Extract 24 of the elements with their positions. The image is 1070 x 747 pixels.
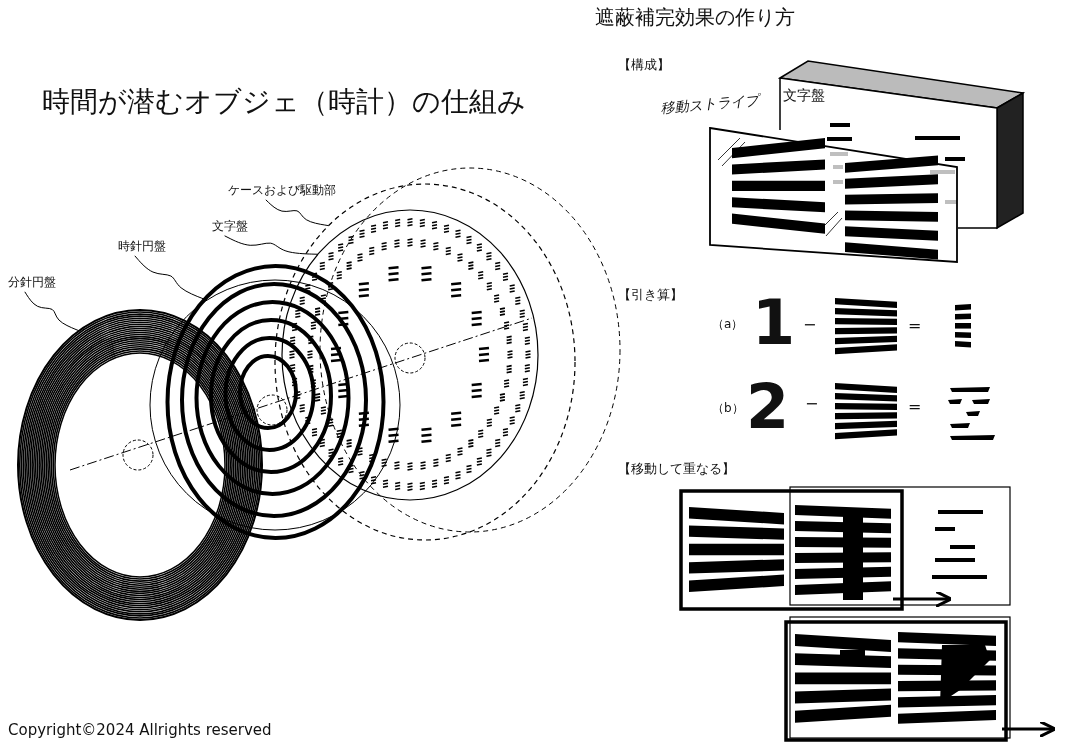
section-heading: 【引き算】 xyxy=(618,288,683,303)
operator: − xyxy=(805,395,819,414)
callout-label: 文字盤 xyxy=(212,220,248,234)
row-label: （b） xyxy=(712,402,744,416)
callout-label: ケースおよび駆動部 xyxy=(228,184,336,198)
section-heading: 【移動して重なる】 xyxy=(618,462,735,477)
leader-line xyxy=(265,199,330,227)
copyright-text: Copyright©2024 Allrights reserved xyxy=(8,722,272,740)
row-label: （a） xyxy=(712,318,744,332)
operator: = xyxy=(908,398,922,417)
digit-text: 1 xyxy=(752,292,796,354)
leader-line xyxy=(24,291,80,332)
digit-text: 2 xyxy=(746,376,790,438)
section-heading: 【構成】 xyxy=(618,58,670,73)
operator: = xyxy=(908,317,922,336)
title: 時間が潜むオブジェ（時計）の仕組み xyxy=(42,86,526,119)
part-label: 移動ストライプ xyxy=(660,91,760,117)
part-label: 文字盤 xyxy=(783,87,825,104)
callout-label: 時針円盤 xyxy=(118,240,166,254)
callout-label: 分針円盤 xyxy=(8,276,56,290)
hour-disc xyxy=(149,279,401,531)
section-title: 遮蔽補完効果の作り方 xyxy=(595,6,795,29)
case-outline xyxy=(274,183,576,541)
operator: − xyxy=(803,316,817,335)
